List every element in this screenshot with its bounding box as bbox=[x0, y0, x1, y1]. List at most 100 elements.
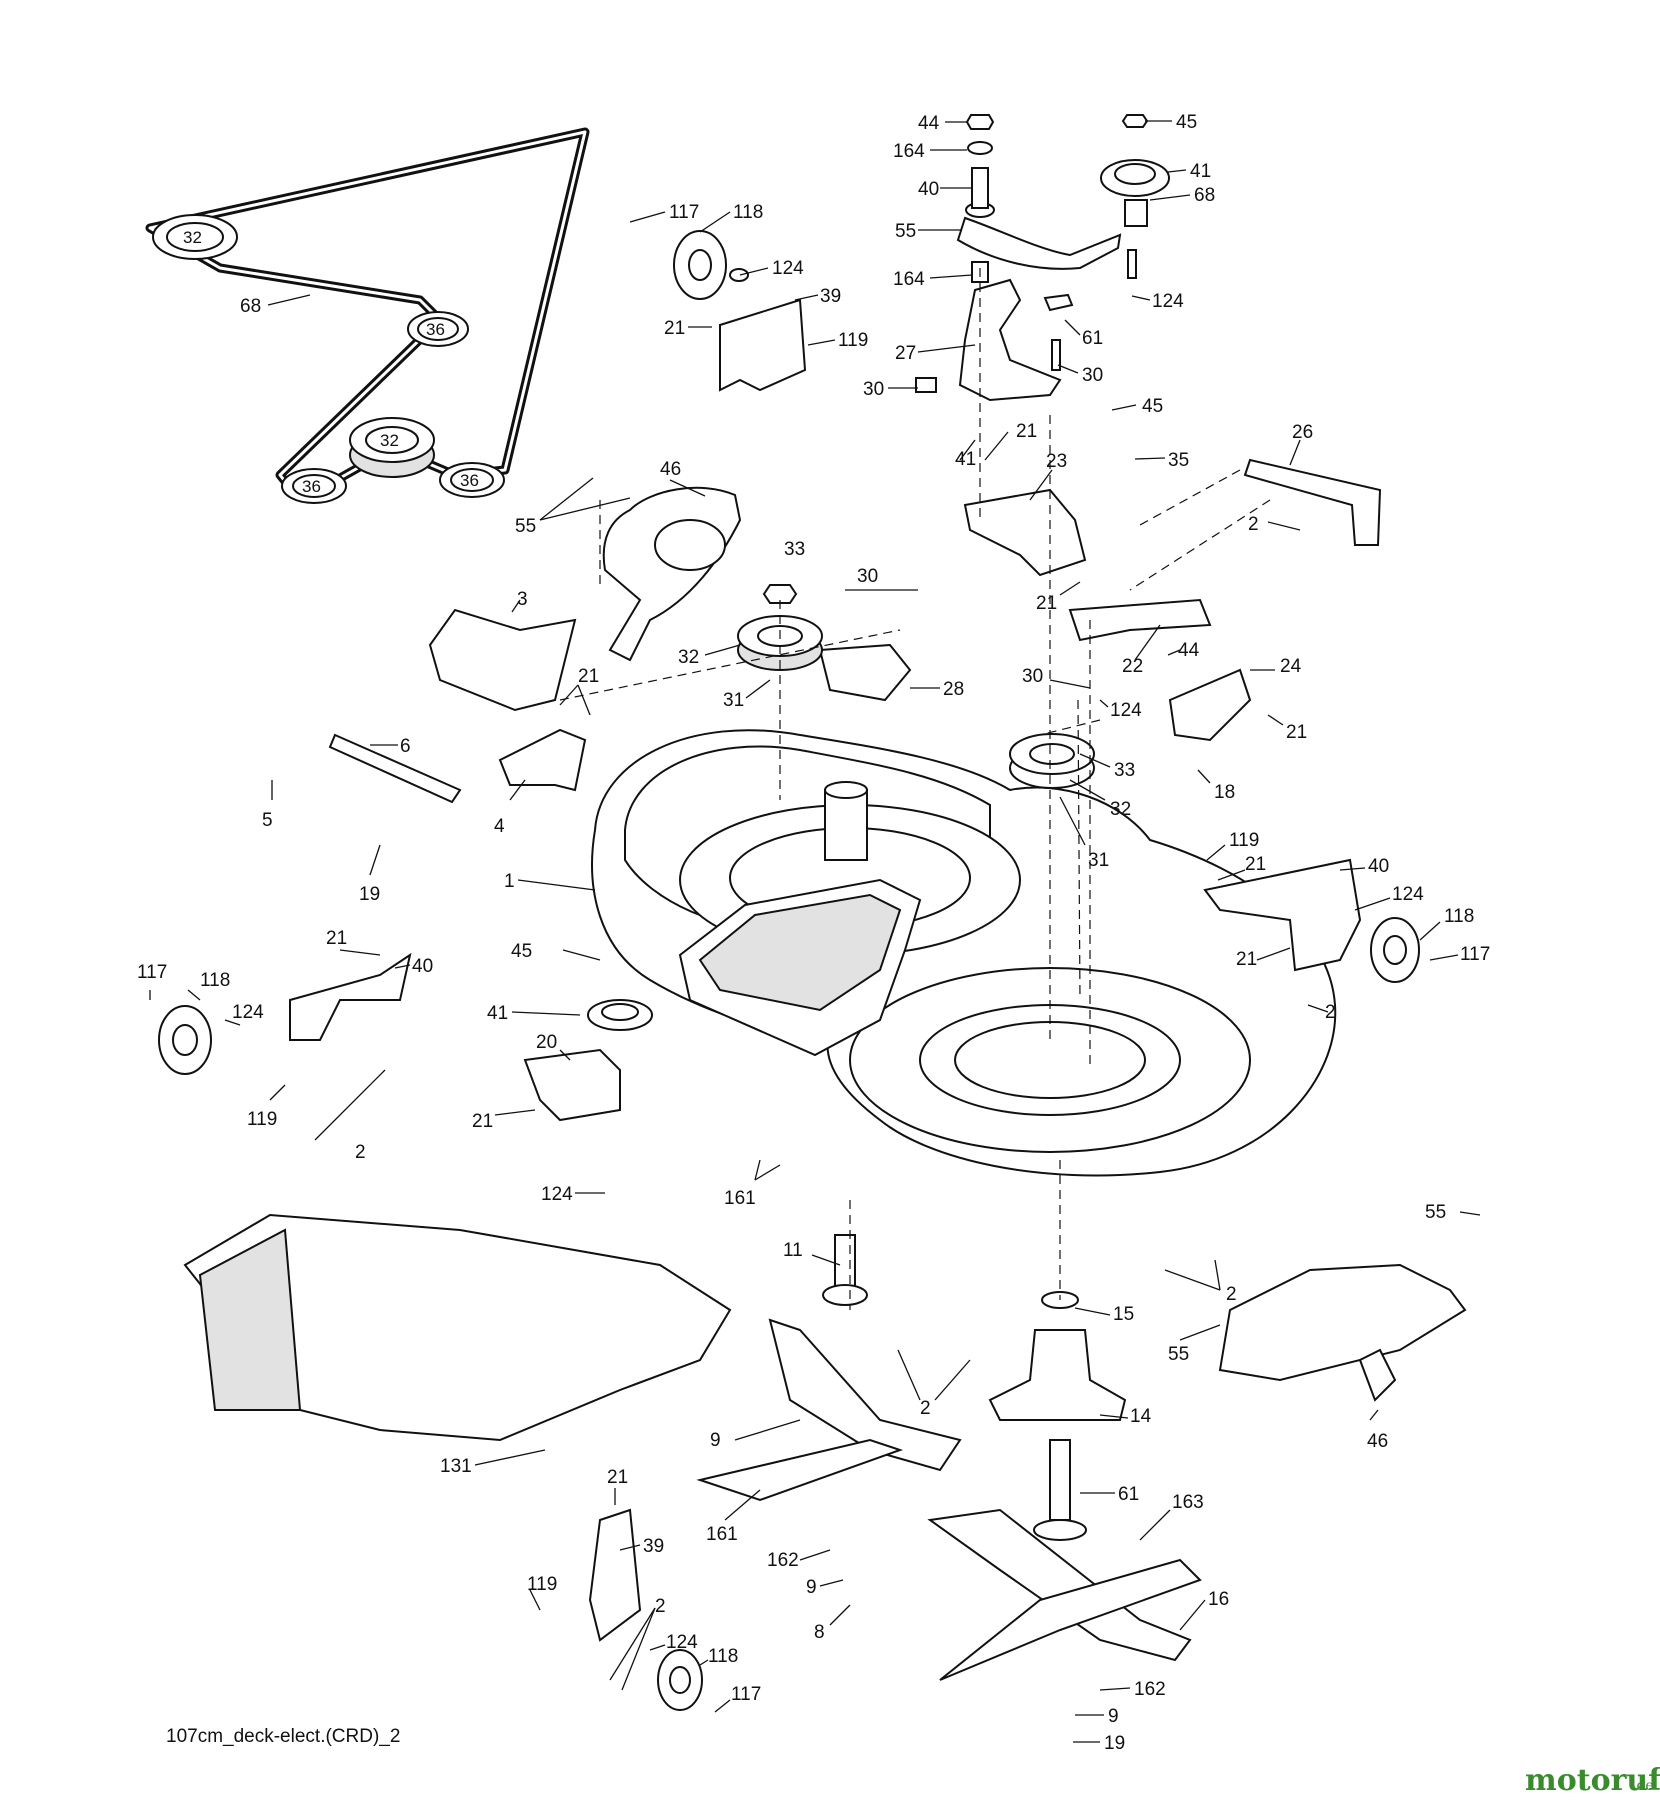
side-brackets-and-wheels bbox=[158, 858, 1420, 1711]
label-117-bottom: 118 bbox=[699, 1646, 738, 1667]
label-46-right: 55 bbox=[1425, 1202, 1481, 1223]
label-61: 61 bbox=[1064, 319, 1103, 349]
label-13: 11 bbox=[783, 1240, 841, 1266]
svg-text:44: 44 bbox=[918, 113, 940, 134]
label-31-right: 31 bbox=[1059, 796, 1109, 871]
label-116-bottom: 117 bbox=[714, 1684, 761, 1713]
svg-text:39: 39 bbox=[820, 286, 841, 307]
belt-pulley-36-mid: 36 bbox=[407, 311, 469, 347]
svg-text:40: 40 bbox=[1368, 856, 1389, 877]
svg-text:117: 117 bbox=[137, 962, 167, 983]
svg-text:2: 2 bbox=[1325, 1002, 1336, 1023]
label-21-left-top: 21 bbox=[326, 928, 381, 956]
discharge-cover-45 bbox=[1218, 1263, 1467, 1402]
svg-text:27: 27 bbox=[895, 343, 916, 364]
label-116-right: 117 bbox=[1429, 944, 1490, 965]
svg-text:36: 36 bbox=[460, 471, 479, 490]
svg-text:2: 2 bbox=[920, 1398, 931, 1419]
svg-text:118: 118 bbox=[200, 970, 230, 991]
svg-text:124: 124 bbox=[666, 1632, 698, 1653]
label-119-top: 124 bbox=[739, 258, 804, 279]
svg-text:164: 164 bbox=[893, 269, 925, 290]
label-117-left: 118 bbox=[187, 970, 230, 1001]
svg-text:32: 32 bbox=[678, 647, 699, 668]
svg-text:36: 36 bbox=[426, 320, 445, 339]
label-15: 15 bbox=[1074, 1304, 1134, 1325]
svg-text:16: 16 bbox=[1208, 1589, 1229, 1610]
label-41-left: 45 bbox=[511, 941, 601, 962]
svg-text:21: 21 bbox=[607, 1467, 628, 1488]
svg-text:45: 45 bbox=[511, 941, 532, 962]
svg-text:32: 32 bbox=[183, 228, 202, 247]
svg-text:68: 68 bbox=[240, 296, 261, 317]
svg-text:117: 117 bbox=[731, 1684, 761, 1705]
svg-text:41: 41 bbox=[1190, 161, 1211, 182]
label-21-top-left: 21 bbox=[664, 318, 712, 339]
label-20: 19 bbox=[1073, 1733, 1125, 1754]
belt-pulley-36-right: 36 bbox=[439, 462, 505, 498]
svg-text:31: 31 bbox=[1088, 850, 1109, 871]
svg-text:19: 19 bbox=[359, 884, 380, 905]
label-39: 41 bbox=[955, 439, 976, 470]
belt-pulley-36-left: 36 bbox=[281, 468, 347, 504]
svg-text:2: 2 bbox=[1226, 1284, 1237, 1305]
svg-text:124: 124 bbox=[541, 1184, 573, 1205]
svg-text:18: 18 bbox=[1214, 782, 1235, 803]
svg-text:24: 24 bbox=[1280, 656, 1302, 677]
label-40-mid: 44 bbox=[1167, 640, 1200, 661]
label-40-top: 44 bbox=[918, 113, 967, 134]
label-30-top-right: 30 bbox=[1057, 364, 1103, 386]
svg-text:30: 30 bbox=[857, 566, 878, 587]
label-116-top: 117 bbox=[629, 202, 699, 223]
label-6: 6 bbox=[370, 736, 411, 757]
svg-text:40: 40 bbox=[412, 956, 433, 977]
svg-text:33: 33 bbox=[784, 539, 805, 560]
svg-text:46: 46 bbox=[1367, 1431, 1388, 1452]
label-117-right: 118 bbox=[1419, 906, 1474, 941]
watermark-logo: motoruf .de bbox=[1525, 1763, 1660, 1798]
label-21-bottom-left: 21 bbox=[607, 1467, 628, 1505]
label-44: 46 bbox=[660, 459, 706, 497]
svg-text:5: 5 bbox=[262, 810, 273, 831]
svg-text:23: 23 bbox=[1046, 451, 1067, 472]
label-118-bottom: 119 bbox=[527, 1574, 557, 1611]
label-162-left: 162 bbox=[767, 1549, 831, 1571]
label-21-mid-right: 21 bbox=[1036, 581, 1081, 614]
svg-text:30: 30 bbox=[863, 379, 884, 400]
label-124-left: 124 bbox=[541, 1184, 605, 1205]
svg-text:164: 164 bbox=[893, 141, 925, 162]
svg-text:161: 161 bbox=[706, 1524, 738, 1545]
label-33-right: 33 bbox=[1079, 753, 1135, 781]
svg-text:21: 21 bbox=[1236, 949, 1257, 970]
svg-text:124: 124 bbox=[1110, 700, 1142, 721]
svg-text:8: 8 bbox=[814, 1622, 825, 1643]
svg-text:39: 39 bbox=[643, 1536, 664, 1557]
label-118-left: 119 bbox=[247, 1084, 286, 1130]
svg-text:46: 46 bbox=[660, 459, 681, 480]
label-32-center: 32 bbox=[678, 644, 741, 668]
label-124-top: 124 bbox=[1131, 291, 1184, 312]
label-2-bottom: 2 bbox=[609, 1596, 666, 1691]
belt-assembly: 32 36 32 36 36 bbox=[145, 127, 590, 504]
label-2-center: 2 bbox=[897, 1349, 971, 1419]
belt-guide-44 bbox=[602, 486, 742, 662]
svg-text:45: 45 bbox=[1176, 112, 1197, 133]
svg-text:9: 9 bbox=[710, 1430, 721, 1451]
label-31-center: 31 bbox=[723, 679, 771, 711]
svg-text:55: 55 bbox=[1168, 1344, 1189, 1365]
belt-pulley-32-center: 32 bbox=[349, 417, 435, 478]
label-130: 161 bbox=[724, 1159, 781, 1209]
svg-text:36: 36 bbox=[302, 477, 321, 496]
svg-text:15: 15 bbox=[1113, 1304, 1134, 1325]
label-164-mid: 164 bbox=[893, 269, 973, 290]
label-119-right: 124 bbox=[1354, 884, 1424, 911]
label-35-left: 40 bbox=[394, 956, 433, 977]
svg-text:21: 21 bbox=[326, 928, 347, 949]
label-9-right: 9 bbox=[1075, 1706, 1119, 1727]
svg-text:55: 55 bbox=[515, 516, 536, 537]
svg-text:21: 21 bbox=[1036, 593, 1057, 614]
label-45: 46 bbox=[1367, 1409, 1388, 1452]
label-28: 28 bbox=[910, 679, 964, 700]
label-18: 18 bbox=[1197, 769, 1235, 803]
svg-text:21: 21 bbox=[1286, 722, 1307, 743]
